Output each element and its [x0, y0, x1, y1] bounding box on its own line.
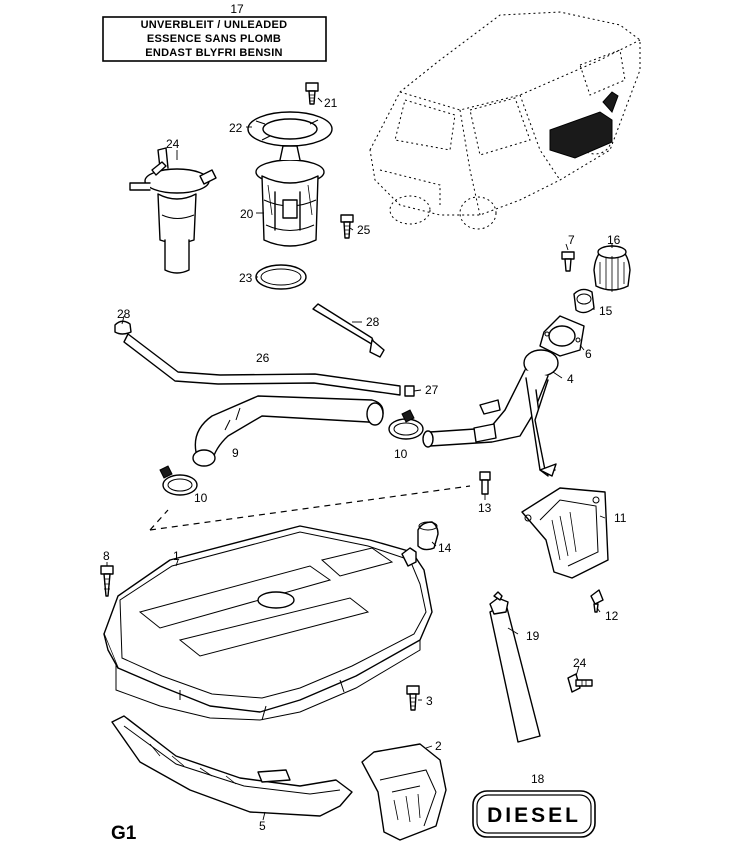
filler-cap-part-16 [593, 245, 631, 292]
callout-16: 16 [607, 233, 621, 247]
bolt-part-24 [567, 673, 593, 693]
clip-part-27 [404, 385, 415, 397]
callout-9: 9 [232, 446, 239, 460]
fuel-tank-part-1 [103, 525, 433, 721]
seal-ring-part-23 [255, 264, 307, 290]
callout-20: 20 [240, 207, 254, 221]
hose-clamp-part-10-right [388, 409, 424, 440]
callout-24-top: 24 [166, 137, 180, 151]
callout-1: 1 [173, 549, 180, 563]
callout-8: 8 [103, 549, 110, 563]
unleaded-label-line-3: ENDAST BLYFRI BENSIN [145, 47, 283, 59]
diesel-label-text: DIESEL [487, 804, 581, 827]
bolt-part-3 [406, 685, 420, 711]
callout-14: 14 [438, 541, 452, 555]
callout-17: 17 [230, 2, 244, 16]
callout-23: 23 [239, 271, 253, 285]
callout-4: 4 [567, 372, 574, 386]
vehicle-tank-highlight [549, 111, 613, 159]
callout-22: 22 [229, 121, 243, 135]
callout-15: 15 [599, 304, 613, 318]
callout-10-right: 10 [394, 447, 408, 461]
screw-part-8 [100, 565, 114, 597]
hose-clip-part-28-left [114, 320, 132, 335]
screw-part-21 [305, 82, 319, 105]
callout-24-bottom: 24 [573, 656, 587, 670]
vehicle-outline-illustration [369, 11, 641, 230]
assembly-guide-line [149, 485, 471, 531]
callout-26: 26 [256, 351, 270, 365]
screw-part-7 [561, 251, 575, 272]
cable-tie-part-28 [312, 303, 385, 358]
locking-ring-part-22 [247, 111, 333, 147]
callout-19: 19 [526, 629, 540, 643]
callout-25: 25 [357, 223, 371, 237]
callout-5: 5 [259, 819, 266, 833]
callout-27: 27 [425, 383, 439, 397]
tank-guard-part-2 [361, 743, 447, 841]
callout-28-right: 28 [366, 315, 380, 329]
filler-neck-flange-part-6 [539, 315, 585, 357]
callout-7: 7 [568, 233, 575, 247]
sealant-tube-part-19 [489, 591, 541, 743]
vent-pipe-part-26 [123, 333, 401, 396]
callout-28-left: 28 [117, 307, 131, 321]
callout-21: 21 [324, 96, 338, 110]
hose-clamp-part-10-left [159, 465, 198, 496]
heat-shield-part-5 [111, 715, 353, 817]
assembly-guide-line-left [149, 509, 169, 531]
page-reference-label: G1 [111, 823, 137, 844]
unleaded-label-line-1: UNVERBLEIT / UNLEADED [141, 19, 288, 31]
callout-labels: 17 21 22 24 20 25 23 28 28 26 27 9 10 10… [103, 2, 627, 833]
screw-part-25 [340, 214, 354, 239]
unleaded-fuel-label-part-17: UNVERBLEIT / UNLEADED ESSENCE SANS PLOMB… [102, 16, 327, 62]
callout-leader-lines [106, 97, 613, 821]
bolt-part-13 [479, 471, 491, 495]
mounting-bracket-part-11 [521, 487, 609, 579]
callout-10-left: 10 [194, 491, 208, 505]
clip-part-12 [590, 589, 604, 613]
callout-11: 11 [614, 511, 627, 525]
filler-neck-seal-part-15 [573, 288, 595, 314]
diesel-fuel-label-part-18: DIESEL [472, 790, 596, 838]
filler-hose-part-9 [192, 395, 384, 467]
unleaded-label-line-2: ESSENCE SANS PLOMB [147, 33, 281, 45]
callout-3: 3 [426, 694, 433, 708]
callout-13: 13 [478, 501, 492, 515]
callout-18: 18 [531, 772, 545, 786]
callout-2: 2 [435, 739, 442, 753]
callout-12: 12 [605, 609, 619, 623]
filler-neck-pipe-part-4 [422, 349, 559, 477]
fuel-sender-part-24 [129, 147, 217, 274]
callout-6: 6 [585, 347, 592, 361]
fuel-pump-module-part-20 [255, 145, 325, 247]
